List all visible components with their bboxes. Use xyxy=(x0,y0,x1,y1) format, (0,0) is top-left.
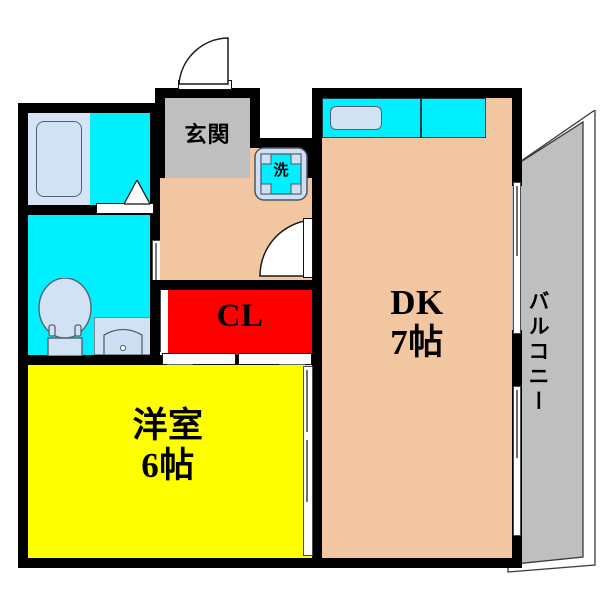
wall-seg xyxy=(155,88,260,98)
wall-seg xyxy=(18,103,160,113)
dk-floor xyxy=(322,98,512,558)
washing-machine-icon xyxy=(254,147,308,201)
genkan-label: 玄関 xyxy=(184,122,231,147)
hallway-floor-notch xyxy=(160,178,250,208)
washitsu-size-label: 6帖 xyxy=(141,446,195,485)
dk-size-label: 7帖 xyxy=(390,323,444,362)
entrance-door-swing-icon xyxy=(178,37,229,85)
closet-label: CL xyxy=(216,298,264,334)
balcony-door-leaf-lower xyxy=(515,390,518,458)
hallway-dk-door-panel[interactable] xyxy=(303,218,313,278)
wall-seg xyxy=(312,88,322,568)
wall-seg xyxy=(512,330,522,388)
wall-seg xyxy=(18,558,318,568)
washbasin-icon xyxy=(94,317,152,355)
kitchen-counter-divider xyxy=(420,98,422,138)
room-dk-door-leaf-1 xyxy=(306,370,308,432)
toilet-door-leaf xyxy=(154,243,157,313)
wall-seg xyxy=(312,558,512,568)
wall-seg xyxy=(250,88,260,183)
genkan-floor xyxy=(165,98,250,178)
room-dk-door-leaf-2 xyxy=(306,440,308,502)
balcony-label: バルコニー xyxy=(526,290,550,415)
wall-seg xyxy=(18,103,28,365)
dk-label: DK xyxy=(390,283,444,322)
wall-seg xyxy=(150,103,160,365)
bath-door-swing-icon xyxy=(124,180,150,205)
wall-seg xyxy=(250,138,312,148)
balcony-sliding-door-upper[interactable] xyxy=(513,182,521,334)
toilet-icon xyxy=(38,278,92,356)
closet-door-right[interactable] xyxy=(238,353,312,365)
dk-floor-notch xyxy=(322,520,482,558)
balcony-sliding-door-lower[interactable] xyxy=(513,386,521,536)
closet-door-left[interactable] xyxy=(162,353,236,365)
wall-seg xyxy=(512,88,522,186)
room-dk-sliding-door[interactable] xyxy=(303,366,313,556)
washitsu-floor xyxy=(28,365,312,558)
closet-floor xyxy=(168,290,312,355)
wall-seg xyxy=(312,88,522,98)
balcony-door-leaf-upper xyxy=(515,186,518,256)
wall-seg xyxy=(18,205,160,215)
wall-seg xyxy=(150,280,160,365)
wall-seg xyxy=(18,355,28,568)
wall-seg xyxy=(155,88,165,183)
washitsu-label: 洋室 xyxy=(132,406,204,445)
wall-seg xyxy=(160,280,312,290)
kitchen-sink-icon xyxy=(330,106,382,130)
bathtub-icon xyxy=(36,121,82,197)
washer-label: 洗 xyxy=(273,163,289,179)
balcony-area xyxy=(505,110,596,573)
